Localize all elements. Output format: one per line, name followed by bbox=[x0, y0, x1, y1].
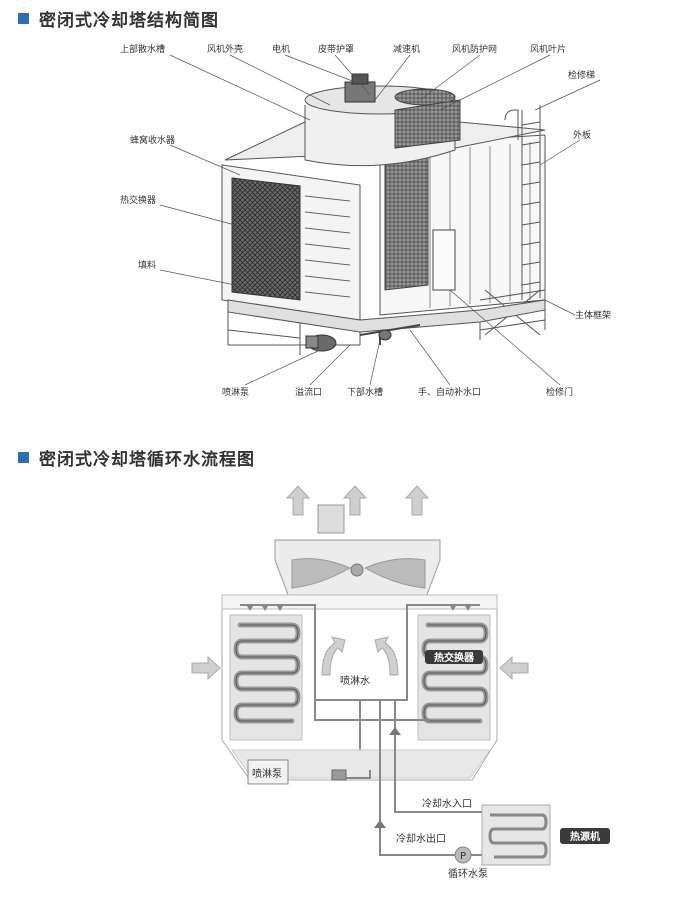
spray-pump-graphic bbox=[305, 334, 337, 352]
label-belt-guard: 皮带护罩 bbox=[318, 43, 354, 55]
flow-arrowheads bbox=[374, 727, 401, 828]
title-bullet-icon bbox=[18, 13, 29, 24]
label-upper-tank: 上部散水槽 bbox=[120, 43, 165, 55]
label-makeup: 手、自动补水口 bbox=[418, 386, 481, 398]
basin-water bbox=[231, 749, 491, 779]
exchanger-slats bbox=[304, 195, 351, 298]
label-reducer: 减速机 bbox=[393, 43, 420, 55]
heat-source-coil bbox=[488, 813, 548, 859]
label-fill: 填料 bbox=[138, 259, 156, 271]
motor-stack bbox=[317, 504, 345, 534]
label-fan-blade: 风机叶片 bbox=[530, 43, 566, 55]
heat-source-tag: 热源机 bbox=[570, 830, 600, 843]
pump-symbol-text: P bbox=[460, 851, 466, 862]
spray-pump-label: 喷淋泵 bbox=[252, 767, 282, 780]
structure-title-text: 密闭式冷却塔结构简图 bbox=[39, 11, 219, 31]
flow-section-title: 密闭式冷却塔循环水流程图 bbox=[18, 445, 255, 470]
label-eliminator: 蜂窝收水器 bbox=[130, 134, 175, 146]
motor-box bbox=[344, 81, 376, 103]
label-overflow: 溢流口 bbox=[295, 386, 322, 398]
heat-exchanger-tag: 热交换器 bbox=[434, 651, 475, 664]
heat-source-tag-bg bbox=[560, 828, 610, 844]
label-access-door: 检修门 bbox=[546, 386, 573, 398]
spray-pump-box bbox=[247, 759, 289, 785]
pump-icon bbox=[454, 846, 472, 864]
label-fan-shell: 风机外壳 bbox=[207, 43, 243, 55]
fan-hub bbox=[350, 563, 364, 577]
label-heat-exchanger: 热交换器 bbox=[120, 194, 156, 206]
lower-tank bbox=[227, 299, 546, 333]
label-fan-guard: 风机防护网 bbox=[452, 43, 497, 55]
intake-arrows bbox=[191, 655, 529, 681]
label-motor: 电机 bbox=[272, 43, 290, 55]
label-ladder: 检修梯 bbox=[568, 69, 595, 81]
fan-blades-graphic bbox=[291, 558, 426, 589]
circ-pump-label: 循环水泵 bbox=[448, 867, 488, 880]
outer-panel-lines bbox=[429, 142, 531, 308]
structure-diagram bbox=[221, 73, 546, 355]
label-spray-pump: 喷淋泵 bbox=[222, 386, 249, 398]
fan-guard-mesh bbox=[394, 99, 461, 149]
coil-left-inner bbox=[235, 624, 299, 722]
label-main-frame: 主体框架 bbox=[575, 309, 611, 321]
structure-section-title: 密闭式冷却塔结构简图 bbox=[18, 6, 219, 31]
coil-right-inner bbox=[423, 624, 487, 722]
heat-exchanger-face bbox=[231, 177, 301, 301]
access-door bbox=[432, 229, 456, 291]
label-outer-panel: 外板 bbox=[573, 129, 591, 141]
updraft-arrows bbox=[321, 636, 399, 676]
label-lower-tank: 下部水槽 bbox=[347, 386, 383, 398]
cool-in-label: 冷却水入口 bbox=[422, 797, 472, 810]
title-bullet-icon bbox=[18, 452, 29, 463]
exhaust-arrows bbox=[285, 485, 430, 516]
fill-media bbox=[384, 157, 429, 291]
pipe-valve bbox=[378, 329, 392, 341]
ladder bbox=[504, 105, 541, 300]
structure-leader-lines bbox=[159, 54, 601, 386]
heat-exchanger-tag-bg bbox=[425, 650, 483, 664]
flow-title-text: 密闭式冷却塔循环水流程图 bbox=[39, 450, 255, 470]
spray-water-label: 喷淋水 bbox=[340, 674, 370, 687]
flow-diagram: P 热交换器 热源机 喷淋水 喷淋泵 冷却水入口 冷却水出口 循环水泵 bbox=[191, 485, 610, 880]
cool-out-label: 冷却水出口 bbox=[396, 832, 446, 845]
